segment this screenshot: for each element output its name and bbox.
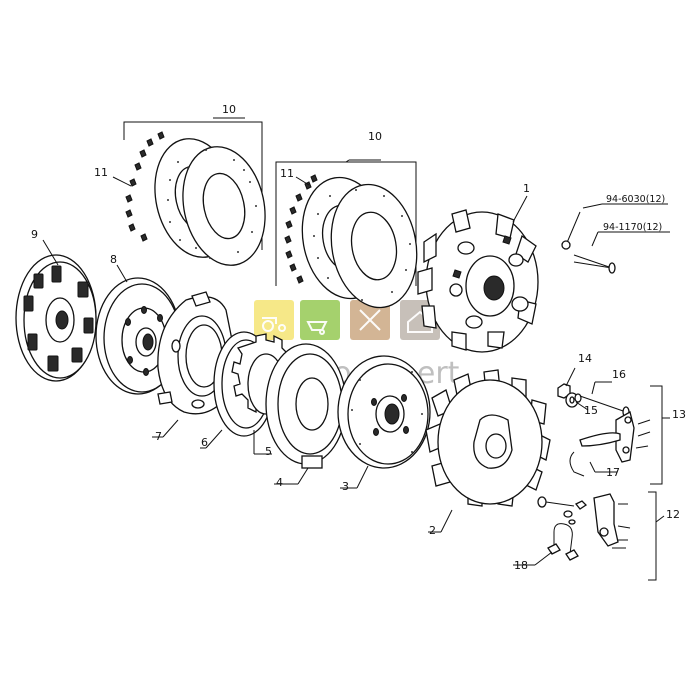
label-18: 18: [514, 559, 528, 572]
washer-15: 15: [565, 392, 598, 417]
label-bolt-b: 94-1170(12): [603, 222, 662, 233]
label-11-left: 11: [94, 166, 108, 179]
lever-17: 17: [569, 411, 651, 479]
label-14: 14: [578, 352, 592, 365]
tractor-icon: [254, 300, 294, 340]
label-3: 3: [342, 480, 349, 493]
lever-12-parts: [537, 493, 631, 549]
dish-plate-4: 4: [265, 343, 347, 489]
label-16: 16: [612, 368, 626, 381]
label-2: 2: [429, 524, 436, 537]
wheelbarrow-icon: [300, 300, 340, 340]
clutch-disc-3: 3: [337, 355, 431, 493]
label-15: 15: [584, 404, 598, 417]
clutch-disc-9: 9: [15, 228, 97, 382]
bracket-12: 12: [648, 491, 680, 581]
label-1: 1: [523, 182, 530, 195]
friction-linings-right: [301, 176, 418, 309]
label-11-right: 11: [280, 167, 294, 180]
label-17: 17: [606, 466, 620, 479]
label-13: 13: [672, 408, 686, 421]
label-bolt-a: 94-6030(12): [606, 194, 665, 205]
label-12: 12: [666, 508, 680, 521]
label-4: 4: [276, 476, 283, 489]
bracket-10-left: 10: [123, 103, 263, 250]
label-10-left: 10: [222, 103, 236, 116]
nut-14: 14: [557, 352, 592, 399]
u-bolt-18: 18: [513, 523, 579, 572]
bracket-13: 13: [650, 385, 686, 485]
friction-linings-left: [154, 138, 266, 266]
label-6: 6: [201, 436, 208, 449]
bolt-94-1170: 94-1170(12): [573, 222, 670, 274]
label-8: 8: [110, 253, 117, 266]
rivets-11-left: 11: [94, 131, 165, 242]
label-10-right: 10: [368, 130, 382, 143]
rivets-11-right: 11: [280, 167, 318, 284]
label-5: 5: [265, 445, 272, 458]
pressure-plate-assembly: 1: [417, 182, 539, 353]
bracket-10-right: 10: [275, 130, 417, 286]
label-7: 7: [155, 430, 162, 443]
label-9: 9: [31, 228, 38, 241]
bolt-94-6030: 94-6030(12): [561, 194, 668, 250]
pressure-plate-2: 2: [425, 369, 551, 537]
